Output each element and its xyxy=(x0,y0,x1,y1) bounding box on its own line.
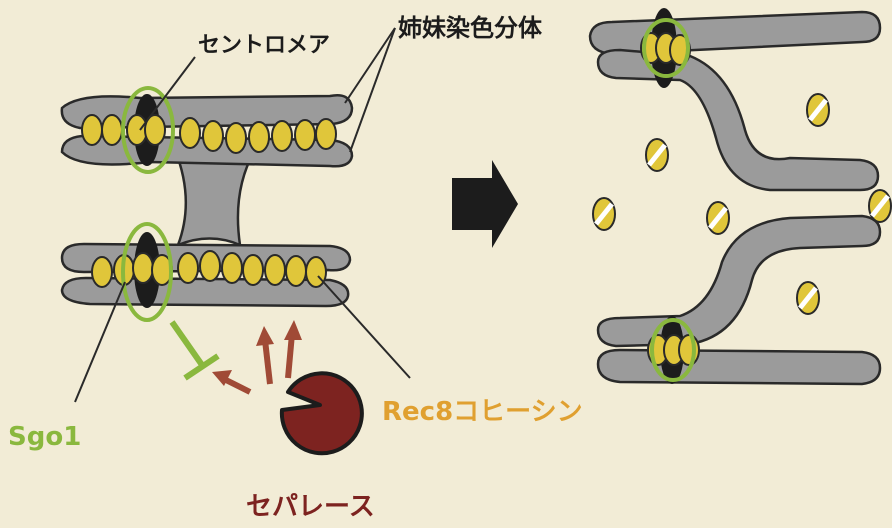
left-chromosome-pair xyxy=(62,88,352,320)
centromere-label: セントロメア xyxy=(198,33,330,58)
separase-pacman xyxy=(282,373,362,453)
bottom-chromatid-straight xyxy=(598,350,880,384)
separase-label: セパレース xyxy=(246,492,375,522)
sgo1-label: Sgo1 xyxy=(8,422,81,452)
sgo1-inhibition-symbol xyxy=(172,322,218,378)
chromatid-leader-2 xyxy=(350,28,395,152)
chromatid-leader-1 xyxy=(345,28,395,103)
top-chromatid-curved xyxy=(598,50,878,190)
right-separated-chromosomes xyxy=(590,8,891,384)
transition-arrow xyxy=(452,160,518,248)
separase-arrows xyxy=(212,320,302,392)
sister-chromatids-label: 姉妹染色分体 xyxy=(398,14,543,42)
rec8-leader xyxy=(318,276,410,378)
top-chromatid-straight xyxy=(590,12,880,54)
rec8-cohesin-label: Rec8コヒーシン xyxy=(382,397,583,427)
bottom-chromatid-curved xyxy=(598,216,880,346)
